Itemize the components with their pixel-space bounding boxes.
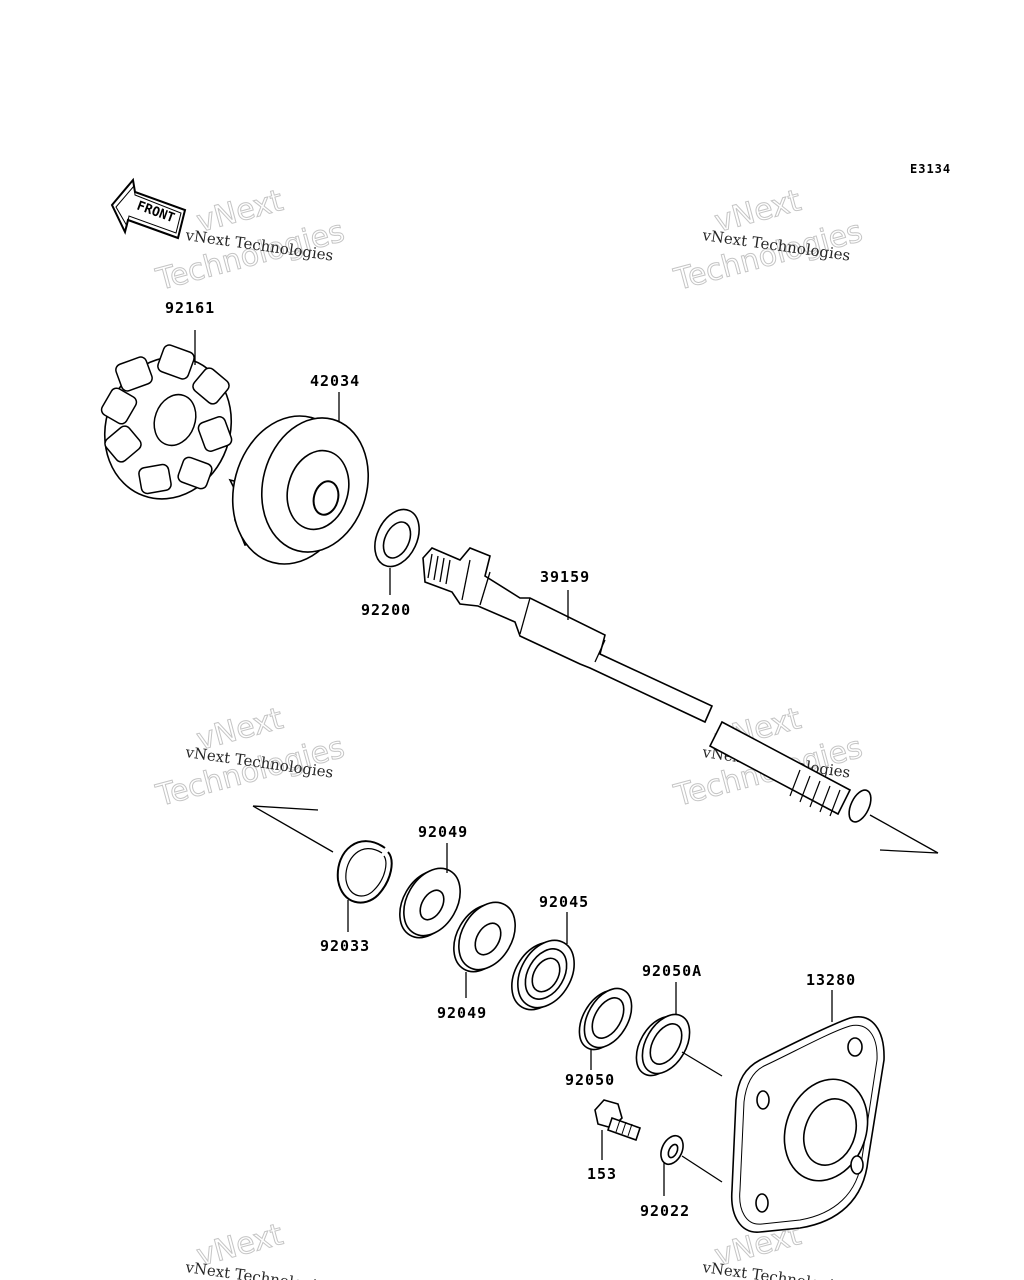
label-92050A: 92050A: [642, 962, 702, 980]
label-92049-lower: 92049: [437, 1004, 487, 1022]
svg-text:vNext Technologies: vNext Technologies: [700, 1258, 851, 1280]
label-92200: 92200: [361, 601, 411, 619]
watermark-mid-left: vNext Technologies vNext Technologies: [152, 701, 349, 815]
part-92045-bearing[interactable]: [500, 912, 585, 1020]
part-92050-seal[interactable]: [570, 980, 642, 1070]
part-42034-impeller[interactable]: [217, 392, 383, 577]
front-arrow-icon: FRONT: [110, 177, 187, 240]
part-153-bolt[interactable]: [594, 1099, 642, 1160]
part-92050A-seal[interactable]: [627, 982, 723, 1084]
watermark-top-left: vNext Technologies vNext Technologies: [152, 183, 349, 299]
label-13280: 13280: [806, 971, 856, 989]
part-92022-washer[interactable]: [657, 1132, 723, 1196]
part-92033-circlip[interactable]: [336, 840, 393, 932]
label-39159: 39159: [540, 568, 590, 586]
label-92050: 92050: [565, 1071, 615, 1089]
part-92049-spacer-upper[interactable]: [388, 843, 471, 948]
label-42034: 42034: [310, 372, 360, 390]
part-92049-spacer-lower[interactable]: [442, 892, 526, 998]
label-92033: 92033: [320, 937, 370, 955]
diagram-code: E3134: [910, 162, 951, 176]
label-92161: 92161: [165, 299, 215, 317]
part-13280-housing[interactable]: [730, 990, 885, 1233]
watermark-bottom-left: vNext vNext Technologies: [183, 1217, 334, 1280]
label-92022: 92022: [640, 1202, 690, 1220]
label-92049-upper: 92049: [418, 823, 468, 841]
part-39159-shaft[interactable]: [252, 547, 939, 854]
watermark-top-right: vNext Technologies vNext Technologies: [670, 183, 867, 299]
part-92200-washer[interactable]: [366, 502, 428, 595]
label-92045: 92045: [539, 893, 589, 911]
label-153: 153: [587, 1165, 617, 1183]
part-92161-damper[interactable]: [85, 330, 251, 517]
svg-text:vNext Technologies: vNext Technologies: [183, 1258, 334, 1280]
